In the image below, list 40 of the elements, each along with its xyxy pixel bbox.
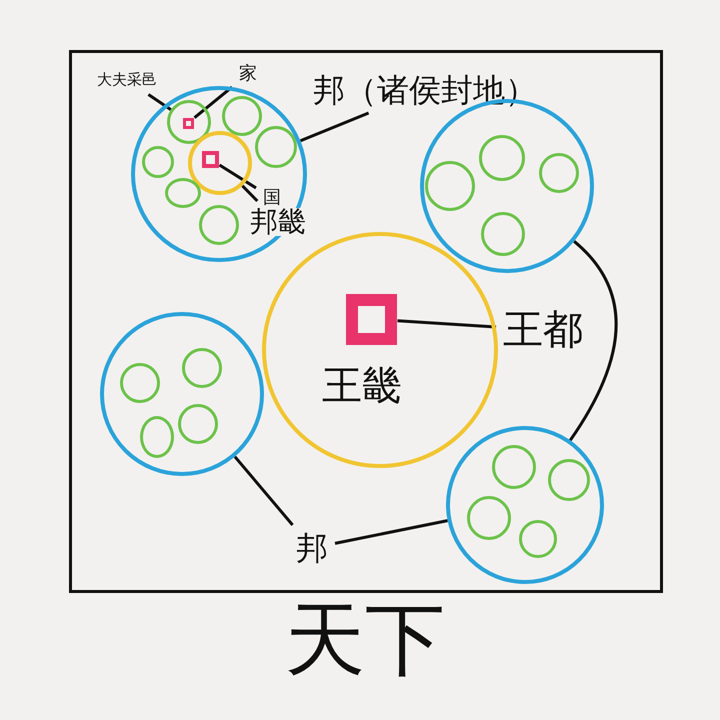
leader-line	[241, 184, 258, 202]
region-label: 王畿	[322, 366, 402, 406]
inner-circle	[481, 212, 525, 256]
inner-circle	[467, 496, 511, 540]
inner-circle	[492, 445, 536, 489]
inner-circle	[120, 363, 160, 403]
inner-circle	[178, 404, 218, 444]
leader-line	[234, 456, 294, 526]
outer-circle	[131, 86, 307, 262]
square-marker	[182, 118, 194, 128]
leader-line	[300, 112, 370, 142]
inner-circle	[182, 348, 222, 388]
square-marker	[202, 150, 218, 168]
inner-circle	[255, 126, 297, 168]
inner-circle	[199, 205, 239, 245]
inner-circle	[167, 100, 211, 144]
inner-circle	[222, 96, 262, 136]
title-text: 天下	[285, 600, 445, 680]
inner-circle	[479, 135, 525, 181]
inner-circle	[519, 520, 557, 558]
callout-label: 大夫采邑	[97, 72, 157, 88]
inner-circle	[142, 146, 174, 178]
inner-circle	[539, 153, 579, 193]
core-circle	[188, 131, 252, 195]
leader-line	[218, 164, 257, 190]
leader-line	[334, 519, 448, 545]
inner-circle	[140, 416, 174, 458]
outer-circle	[446, 426, 604, 584]
inner-circle	[165, 178, 201, 208]
callout-label: 邦畿	[250, 208, 306, 236]
inner-circle	[548, 459, 590, 501]
square-marker	[346, 294, 396, 344]
callout-label: 家	[239, 65, 257, 83]
leader-line	[397, 319, 496, 328]
callout-label: 王都	[503, 310, 583, 350]
inner-circle	[425, 161, 475, 211]
callout-label: 邦	[296, 532, 328, 564]
connector-curve	[569, 240, 618, 442]
outer-circle	[100, 312, 264, 476]
callout-label: 国	[263, 189, 281, 207]
